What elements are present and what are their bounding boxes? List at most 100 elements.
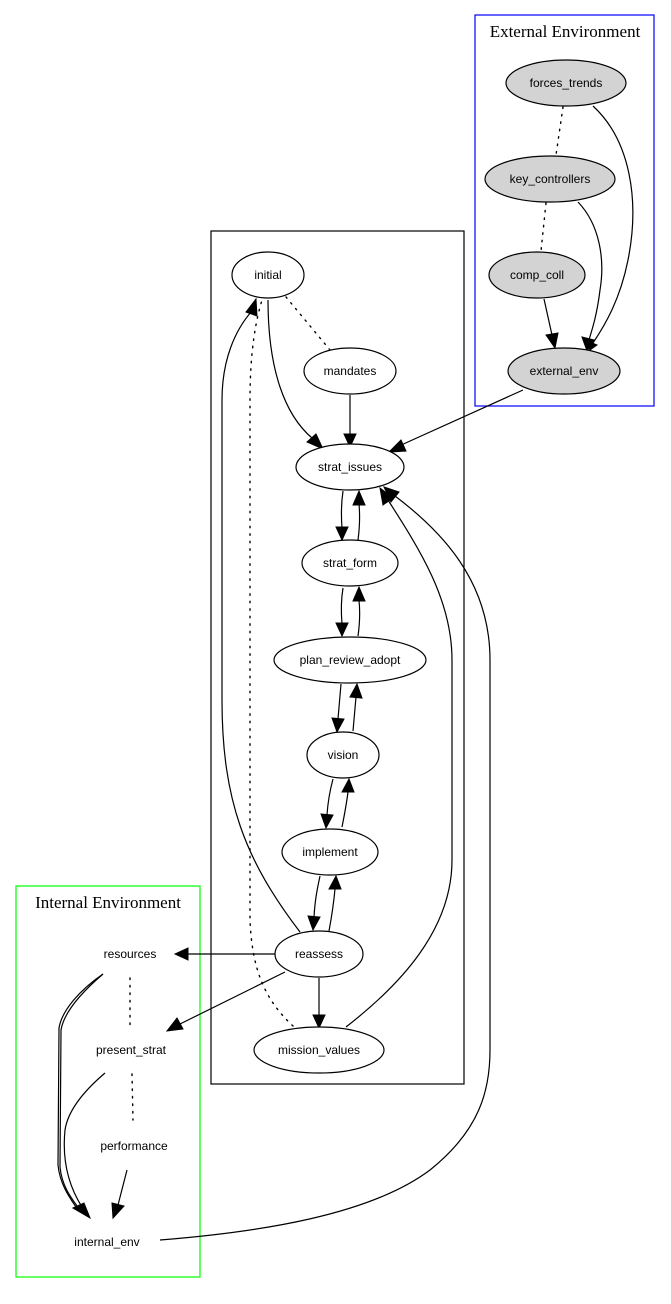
edge-vision-plan_review_adopt [352, 696, 357, 732]
node-shape [488, 251, 586, 299]
nodes-layer: forces_trends key_controllers comp_coll … [74, 59, 627, 1249]
node-label: resources [104, 947, 157, 961]
arrowhead-vision-implement [320, 813, 334, 830]
node-mission_values[interactable]: mission_values [253, 1026, 385, 1074]
edge-reassess-initial [221, 310, 301, 933]
node-present_strat[interactable]: present_strat [96, 1043, 167, 1057]
node-shape [273, 636, 427, 684]
edge-implement-vision [341, 791, 349, 828]
node-strat_issues[interactable]: strat_issues [295, 443, 405, 491]
cluster-internal-border [15, 885, 201, 1278]
edge-performance-internal_env [117, 1169, 128, 1206]
node-label: forces_trends [530, 76, 603, 90]
arrowhead-key_controllers-external_env [581, 336, 595, 353]
arrowhead-implement-reassess [307, 915, 321, 932]
node-label: strat_issues [318, 460, 382, 474]
edge-plan_review_adopt-strat_form [357, 599, 361, 637]
edge-forces_trends-key_controllers [555, 106, 564, 156]
arrowhead-plan_review_adopt-vision [331, 717, 345, 734]
node-strat_form[interactable]: strat_form [301, 539, 399, 587]
arrowhead-vision-plan_review_adopt [349, 682, 363, 699]
edge-resources-internal_env-a [57, 973, 104, 1211]
node-reassess[interactable]: reassess [274, 930, 364, 978]
edge-comp_coll-external_env [543, 298, 553, 336]
node-shape [303, 347, 397, 395]
edge-strat_form-plan_review_adopt [340, 587, 344, 625]
node-external_env[interactable]: external_env [507, 347, 621, 395]
arrowhead-implement-vision [341, 777, 355, 793]
edge-external_env-strat_issues [398, 389, 524, 447]
arrowhead-resources-internal_env [71, 1202, 92, 1220]
arrowhead-reassess-present_strat [165, 1017, 184, 1032]
node-label: key_controllers [510, 172, 591, 186]
edge-strat_issues-strat_form [340, 490, 344, 529]
node-shape [484, 155, 616, 203]
arrowhead-performance-internal_env [111, 1202, 125, 1220]
arrowhead-reassess-mission_values [312, 1014, 326, 1030]
node-label: strat_form [323, 556, 377, 570]
arrowhead-strat_issues-strat_form [335, 526, 349, 542]
cluster-internal-title: Internal Environment [35, 893, 181, 912]
cluster-main-border [210, 230, 465, 1085]
node-shape [274, 930, 364, 978]
node-shape [281, 828, 379, 876]
node-label: vision [328, 748, 359, 762]
arrowhead-reassess-implement [328, 874, 342, 890]
node-label: performance [100, 1139, 168, 1153]
arrowhead-strat_form-strat_issues [352, 489, 366, 506]
node-vision[interactable]: vision [306, 731, 380, 779]
arrowhead-strat_form-plan_review_adopt [335, 622, 349, 638]
node-resources[interactable]: resources [104, 947, 157, 961]
edge-key_controllers-external_env [577, 201, 603, 344]
node-label: mandates [324, 364, 377, 378]
edges-layer [57, 105, 634, 1241]
arrowhead-external_env-strat_issues [387, 439, 407, 453]
node-shape [295, 443, 405, 491]
edge-plan_review_adopt-vision [337, 683, 342, 720]
node-internal_env[interactable]: internal_env [74, 1235, 139, 1249]
node-comp_coll[interactable]: comp_coll [488, 251, 586, 299]
arrowhead-initial-strat_issues [306, 433, 325, 450]
cluster-external-environment: External Environment [474, 14, 655, 407]
node-shape [306, 731, 380, 779]
node-shape [301, 539, 399, 587]
node-implement[interactable]: implement [281, 828, 379, 876]
edge-present_strat-internal_env [63, 1072, 106, 1208]
edge-key_controllers-comp_coll [540, 202, 547, 252]
node-shape [507, 347, 621, 395]
node-performance[interactable]: performance [100, 1139, 168, 1153]
cluster-main-process [210, 230, 465, 1085]
arrowhead-comp_coll-external_env [545, 332, 559, 350]
cluster-internal-environment: Internal Environment [15, 885, 201, 1278]
edge-implement-reassess [313, 875, 321, 918]
cluster-external-border [474, 14, 655, 407]
node-label: implement [302, 845, 358, 859]
node-forces_trends[interactable]: forces_trends [505, 59, 627, 107]
node-key_controllers[interactable]: key_controllers [484, 155, 616, 203]
node-label: reassess [295, 947, 343, 961]
node-label: internal_env [74, 1235, 139, 1249]
arrowhead-reassess-resources [173, 947, 189, 961]
edge-initial-mandates [285, 296, 331, 351]
arrowhead-mandates-strat_issues [343, 433, 357, 449]
node-shape [231, 251, 305, 299]
edge-mission_values-strat_issues [345, 499, 453, 1028]
arrowhead-plan_review_adopt-strat_form [352, 585, 366, 602]
edge-forces_trends-external_env [592, 105, 634, 344]
node-label: present_strat [96, 1043, 167, 1057]
edge-present_strat-performance [131, 1073, 134, 1121]
node-shape [253, 1026, 385, 1074]
node-label: plan_review_adopt [300, 653, 401, 667]
node-plan_review_adopt[interactable]: plan_review_adopt [273, 636, 427, 684]
cluster-external-title: External Environment [490, 22, 641, 41]
node-label: initial [254, 268, 281, 282]
node-shape [505, 59, 627, 107]
edge-reassess-implement [328, 888, 336, 932]
edge-vision-implement [326, 778, 334, 816]
node-mandates[interactable]: mandates [303, 347, 397, 395]
edge-resources-internal_env-b [59, 973, 104, 1211]
node-initial[interactable]: initial [231, 251, 305, 299]
node-label: mission_values [278, 1043, 360, 1057]
edge-initial-strat_issues [267, 299, 313, 439]
node-label: comp_coll [510, 268, 564, 282]
